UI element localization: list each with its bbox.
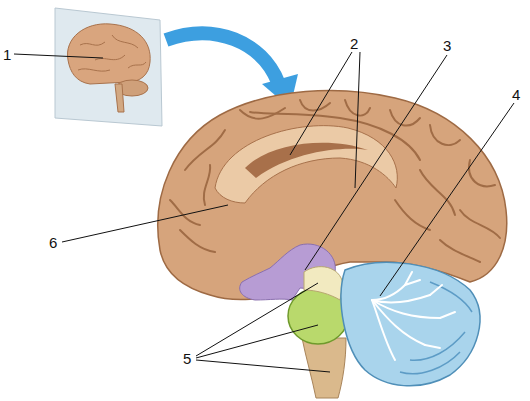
gyri — [170, 100, 500, 262]
inset-panel — [55, 8, 162, 126]
callout-number: 3 — [443, 38, 451, 53]
callout-number: 2 — [350, 36, 358, 51]
cerebellum — [341, 262, 480, 386]
medulla — [302, 338, 346, 398]
midbrain — [304, 267, 343, 300]
leader-lines — [14, 52, 514, 372]
callout-number: 4 — [512, 87, 520, 102]
arbor-vitae — [372, 272, 455, 360]
callout-number: 5 — [183, 351, 191, 366]
cerebellum-folia — [400, 282, 472, 374]
inset-brain — [68, 24, 151, 112]
callout-number: 6 — [49, 235, 57, 250]
corpus-callosum — [215, 126, 397, 203]
ventricle — [245, 143, 368, 178]
callout-number: 1 — [3, 47, 11, 62]
cerebrum — [158, 91, 507, 300]
